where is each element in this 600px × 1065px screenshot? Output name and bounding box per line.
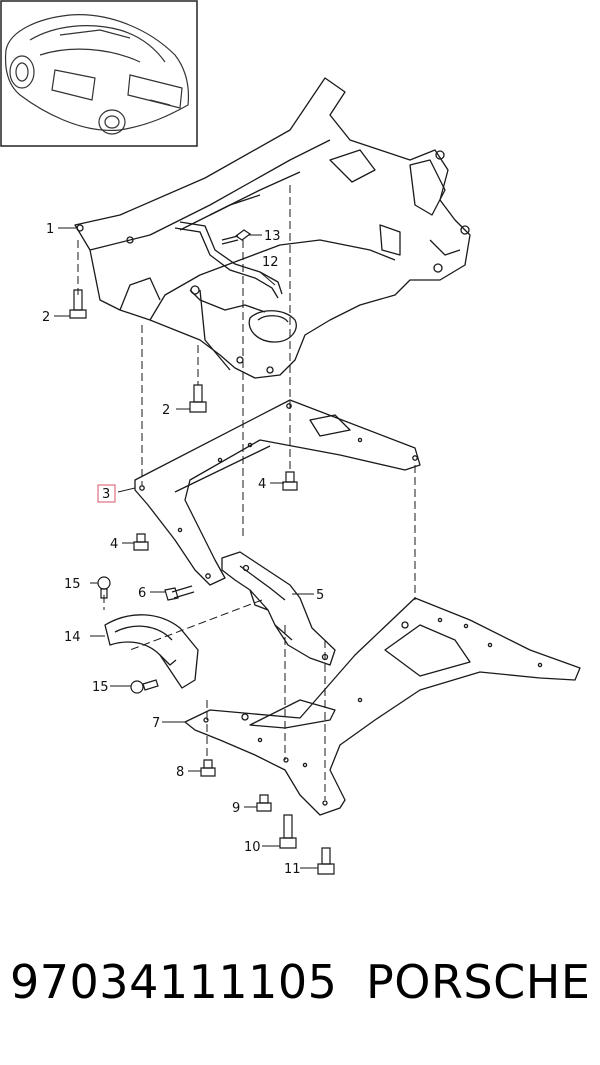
callout-3[interactable]: 3 bbox=[102, 487, 110, 502]
callout-8: 8 bbox=[176, 765, 184, 780]
callout-6: 6 bbox=[138, 586, 146, 601]
underbody-panel-part-7 bbox=[184, 597, 581, 816]
bolt-part-11 bbox=[317, 847, 335, 875]
callout-5: 5 bbox=[316, 588, 324, 603]
callout-2b: 2 bbox=[162, 403, 170, 418]
bolt-part-13 bbox=[221, 229, 252, 245]
leader-lines bbox=[54, 227, 318, 869]
callout-4b: 4 bbox=[110, 537, 118, 552]
callout-12: 12 bbox=[262, 255, 279, 270]
footer: 97034111105 PORSCHE bbox=[0, 955, 600, 1025]
bolt-part-2b bbox=[189, 384, 207, 413]
callout-9: 9 bbox=[232, 801, 240, 816]
car-thumbnail bbox=[0, 0, 198, 147]
callout-15a: 15 bbox=[64, 577, 81, 592]
callout-15b: 15 bbox=[92, 680, 109, 695]
bolt-part-4b bbox=[133, 533, 149, 551]
bolt-part-15b bbox=[130, 679, 159, 694]
alignment-lines bbox=[77, 185, 416, 800]
bolt-part-2a bbox=[69, 289, 87, 319]
callout-14: 14 bbox=[64, 630, 81, 645]
bolt-part-15a bbox=[97, 576, 111, 599]
part-number: 97034111105 bbox=[10, 955, 338, 1009]
bolt-part-4a bbox=[282, 471, 298, 491]
bracket-part-5 bbox=[221, 551, 336, 666]
callout-11: 11 bbox=[284, 862, 301, 877]
bolt-part-9 bbox=[256, 794, 272, 812]
callout-4a: 4 bbox=[258, 477, 266, 492]
cable-part-12 bbox=[174, 221, 283, 299]
callout-3-highlight bbox=[97, 484, 116, 503]
callout-labels: 1 2 2 3 4 4 15 6 5 14 15 7 8 9 10 11 12 … bbox=[42, 222, 324, 877]
car-thumbnail-icon bbox=[4, 14, 190, 135]
reinforcement-plate-part-3 bbox=[134, 399, 421, 586]
heat-shield-part-14 bbox=[104, 614, 199, 689]
bolt-part-10 bbox=[279, 814, 297, 849]
callout-10: 10 bbox=[244, 840, 261, 855]
callout-7: 7 bbox=[152, 716, 160, 731]
callout-2a: 2 bbox=[42, 310, 50, 325]
brand-name: PORSCHE bbox=[366, 955, 591, 1009]
screw-part-6 bbox=[164, 585, 195, 601]
callout-1: 1 bbox=[46, 222, 54, 237]
callout-13: 13 bbox=[264, 229, 281, 244]
bolt-part-8 bbox=[200, 759, 216, 777]
